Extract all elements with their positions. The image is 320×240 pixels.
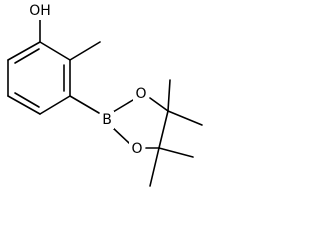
ring-oxygen-lower-bg bbox=[129, 140, 145, 158]
structure-diagram: OH B O O bbox=[7, 2, 203, 187]
bond-c-c-backbone bbox=[158, 110, 169, 149]
bond-c2-methyl bbox=[69, 41, 101, 61]
benzene-ring bbox=[7, 41, 71, 115]
dioxaborolane-ring bbox=[111, 97, 169, 149]
hydroxyl-label: OH bbox=[29, 3, 51, 19]
bond-o-upper-c bbox=[149, 97, 169, 112]
bond-c3-boron bbox=[69, 95, 100, 114]
ring-bond-c4-c5 bbox=[7, 95, 41, 115]
ring-double-bond-c4-c5 bbox=[14, 92, 40, 108]
bond-b-o-lower bbox=[111, 126, 130, 144]
bond-upper-c-methyl-up bbox=[167, 79, 171, 112]
boron-label-bg bbox=[100, 111, 114, 129]
bond-lower-c-methyl-right bbox=[158, 147, 194, 158]
bond-b-o-upper bbox=[112, 99, 134, 113]
bond-upper-c-methyl-right bbox=[167, 110, 203, 126]
hydroxyl-label-bg bbox=[29, 2, 51, 20]
ring-bond-c6-c1 bbox=[7, 41, 41, 61]
ring-oxygen-upper-label: O bbox=[135, 86, 146, 102]
molecule-drawing: OH B O O bbox=[7, 2, 203, 187]
bond-lower-c-methyl-down bbox=[149, 147, 160, 187]
ring-bond-c3-c4 bbox=[39, 95, 71, 115]
ring-bond-c1-c2 bbox=[39, 41, 71, 61]
ring-oxygen-upper-bg bbox=[133, 85, 149, 103]
boron-label: B bbox=[102, 112, 112, 128]
ring-double-bond-c6-c1 bbox=[14, 48, 40, 64]
ring-oxygen-lower-label: O bbox=[131, 141, 142, 157]
